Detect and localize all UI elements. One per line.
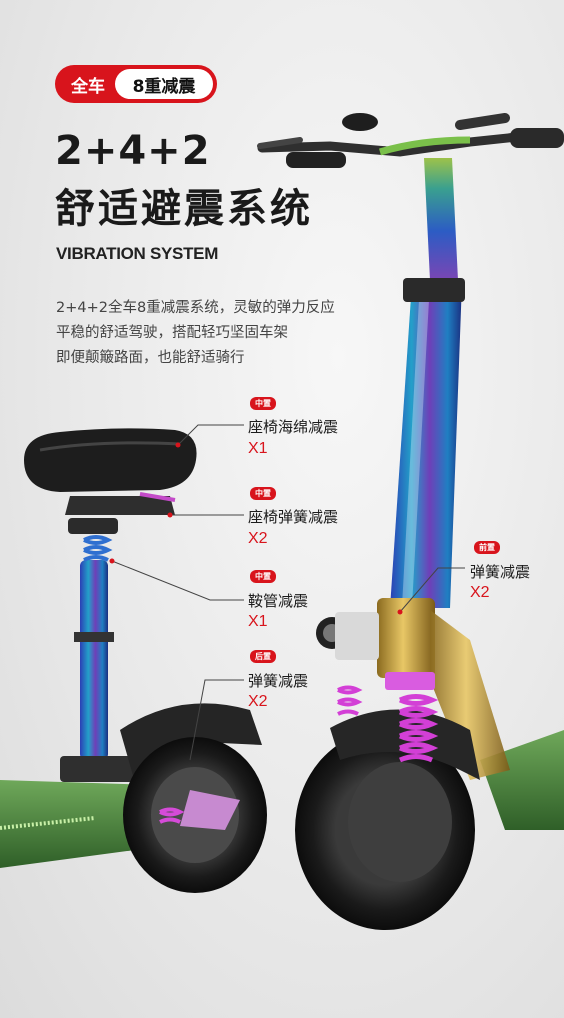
callout-qty: X1 — [248, 613, 268, 630]
badge-right-text: 8重减震 — [115, 69, 213, 99]
callout-tag: 中置 — [250, 397, 276, 410]
callout-tag: 中置 — [250, 487, 276, 500]
callout-label: 弹簧减震 — [248, 672, 309, 690]
callout-qty: X2 — [248, 530, 268, 547]
description: 2+4+2全车8重减震系统，灵敏的弹力反应 平稳的舒适驾驶，搭配轻巧坚固车架 即… — [56, 296, 335, 371]
rear-wheel — [120, 703, 267, 893]
callout-label: 座椅弹簧减震 — [248, 508, 339, 526]
callout-tag: 中置 — [250, 570, 276, 583]
front-wheel — [295, 672, 480, 930]
description-line: 即便颠簸路面，也能舒适骑行 — [56, 350, 245, 366]
callout-qty: X2 — [248, 693, 268, 710]
callout-tag: 前置 — [474, 541, 500, 554]
english-subtitle: VIBRATION SYSTEM — [56, 244, 219, 263]
handlebar — [257, 113, 564, 168]
description-line: 平稳的舒适驾驶，搭配轻巧坚固车架 — [56, 325, 288, 341]
title-line-2: 舒适避震系统 — [55, 186, 313, 232]
callout-tag: 后置 — [250, 650, 276, 663]
front-stem — [390, 158, 465, 608]
title-line-1: 2+4+2 — [55, 128, 211, 174]
callout-label: 座椅海绵减震 — [248, 418, 339, 436]
badge-left-text: 全车 — [71, 76, 105, 97]
description-line: 2+4+2全车8重减震系统，灵敏的弹力反应 — [56, 300, 335, 316]
callout-qty: X1 — [248, 440, 268, 457]
callout-lines — [109, 424, 465, 761]
vibration-badge: 全车 8重减震 — [55, 65, 217, 103]
front-fork — [316, 598, 510, 780]
seat — [24, 428, 197, 492]
seat-post — [60, 492, 176, 782]
callout-label: 鞍管减震 — [248, 592, 309, 610]
callout-qty: X2 — [470, 584, 490, 601]
callout-label: 弹簧减震 — [470, 563, 531, 581]
